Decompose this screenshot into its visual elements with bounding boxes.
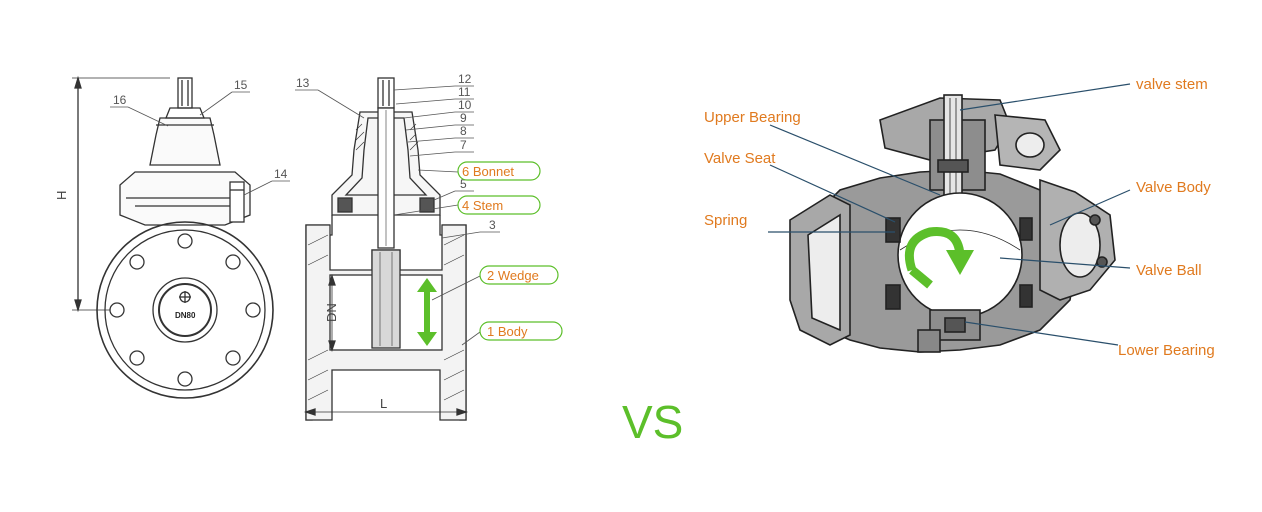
label-upper-bearing: Upper Bearing bbox=[704, 109, 801, 126]
vs-label: VS bbox=[622, 396, 683, 448]
section-view-leader-lines bbox=[295, 85, 500, 346]
part-number-10: 10 bbox=[458, 98, 472, 112]
wedge-motion-arrow bbox=[417, 278, 437, 346]
label-valve-seat: Valve Seat bbox=[704, 150, 776, 167]
svg-text:4 Stem: 4 Stem bbox=[462, 198, 503, 213]
svg-text:1 Body: 1 Body bbox=[487, 324, 528, 339]
label-spring: Spring bbox=[704, 212, 747, 229]
ball-rotation-arrow bbox=[904, 226, 974, 289]
label-valve-ball: Valve Ball bbox=[1136, 262, 1202, 279]
part-number-16: 16 bbox=[113, 93, 127, 107]
svg-text:6 Bonnet: 6 Bonnet bbox=[462, 164, 514, 179]
front-view-leader-lines bbox=[110, 91, 290, 196]
part-number-15: 15 bbox=[234, 78, 248, 92]
part-number-14: 14 bbox=[274, 167, 288, 181]
label-lower-bearing: Lower Bearing bbox=[1118, 342, 1215, 359]
label-valve-body: Valve Body bbox=[1136, 179, 1211, 196]
dimension-dn-label: DN bbox=[324, 303, 339, 322]
gate-valve-section-view bbox=[303, 77, 469, 421]
part-number-13: 13 bbox=[296, 76, 310, 90]
part-number-12: 12 bbox=[458, 72, 472, 86]
callout-body: 1 Body bbox=[479, 321, 563, 341]
ball-valve-cutaway bbox=[789, 94, 1116, 353]
callout-stem: 4 Stem bbox=[457, 195, 541, 215]
dimension-h-label: H bbox=[54, 191, 69, 200]
label-valve-stem: valve stem bbox=[1136, 76, 1208, 93]
part-number-7: 7 bbox=[460, 138, 467, 152]
part-number-11: 11 bbox=[458, 85, 471, 99]
svg-text:2 Wedge: 2 Wedge bbox=[487, 268, 539, 283]
part-number-3: 3 bbox=[489, 218, 496, 232]
dn80-logo-text: DN80 bbox=[175, 311, 196, 320]
dimension-l-label: L bbox=[380, 396, 387, 411]
callout-wedge: 2 Wedge bbox=[479, 265, 559, 285]
part-number-5: 5 bbox=[460, 177, 467, 191]
ball-valve-leader-lines bbox=[768, 83, 1131, 346]
callout-bonnet: 6 Bonnet bbox=[457, 161, 541, 181]
part-number-9: 9 bbox=[460, 111, 467, 125]
part-number-8: 8 bbox=[460, 124, 467, 138]
gate-valve-front-view bbox=[72, 75, 274, 399]
